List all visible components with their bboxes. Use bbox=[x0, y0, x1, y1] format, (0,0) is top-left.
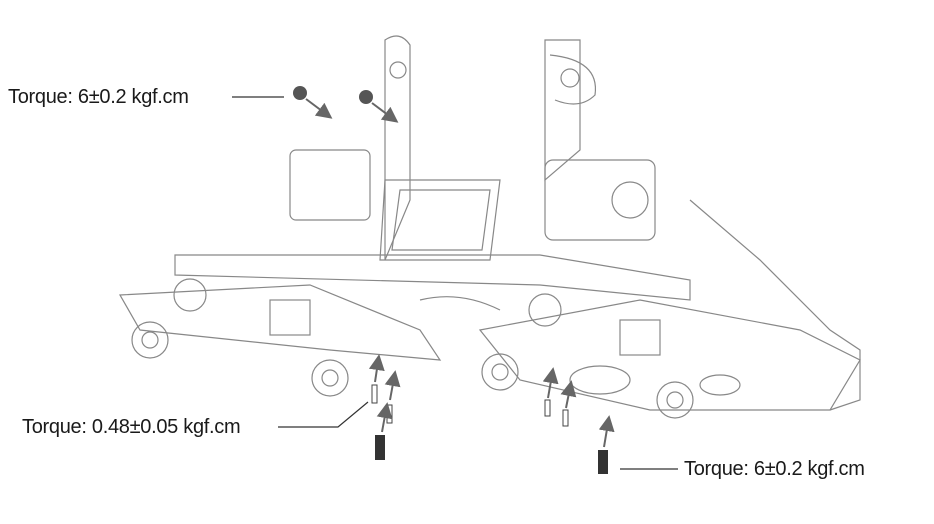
screw-icon bbox=[359, 90, 373, 104]
torque-label-bottom-left: Torque: 0.48±0.05 kgf.cm bbox=[22, 416, 241, 438]
screw-icon bbox=[598, 450, 608, 474]
torque-label-bottom-right: Torque: 6±0.2 kgf.cm bbox=[684, 458, 865, 480]
leader-lines bbox=[232, 96, 678, 470]
drone-frame-outline bbox=[118, 35, 861, 419]
direction-arrows bbox=[305, 98, 615, 448]
screw-icon bbox=[562, 409, 569, 427]
screw-icon bbox=[544, 399, 551, 417]
screw-icon bbox=[293, 86, 307, 100]
screw-icon bbox=[386, 404, 393, 424]
torque-label-top-left: Torque: 6±0.2 kgf.cm bbox=[8, 86, 189, 108]
screw-icon bbox=[371, 384, 378, 404]
screw-icon bbox=[375, 435, 385, 460]
screws bbox=[293, 86, 608, 474]
